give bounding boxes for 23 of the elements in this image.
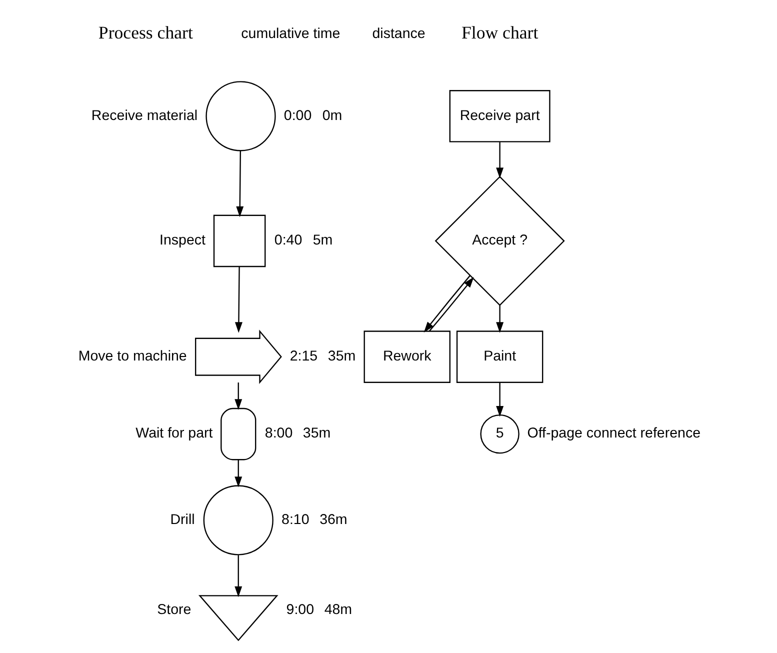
node-label: 2:15 [289, 348, 318, 364]
node-label: 35m [327, 348, 356, 364]
node-label: Inspect [159, 232, 205, 249]
node-label: 48m [324, 602, 352, 618]
node-label: 8:10 [281, 512, 309, 528]
node-label: 36m [319, 512, 347, 528]
node-label: Move to machine [78, 348, 186, 364]
label: Flow chart [460, 22, 538, 42]
label: distance [372, 26, 425, 42]
node-label: 8:00 [264, 426, 292, 442]
node-label: 9:00 [286, 602, 314, 618]
node-label: Receive material [90, 108, 198, 124]
node-label: Store [156, 602, 191, 618]
label: cumulative time [240, 26, 340, 42]
node-label: 0:00 [283, 108, 312, 124]
node-label: 0:40 [274, 232, 302, 249]
node-label: Drill [170, 512, 194, 528]
node-label: Wait for part [135, 426, 212, 442]
node-label: 5m [312, 232, 332, 249]
node-label: Off-page connect reference [526, 426, 700, 442]
label: Process chart [98, 22, 192, 42]
node-label: 0m [322, 108, 342, 124]
node-label: 35m [302, 426, 330, 442]
